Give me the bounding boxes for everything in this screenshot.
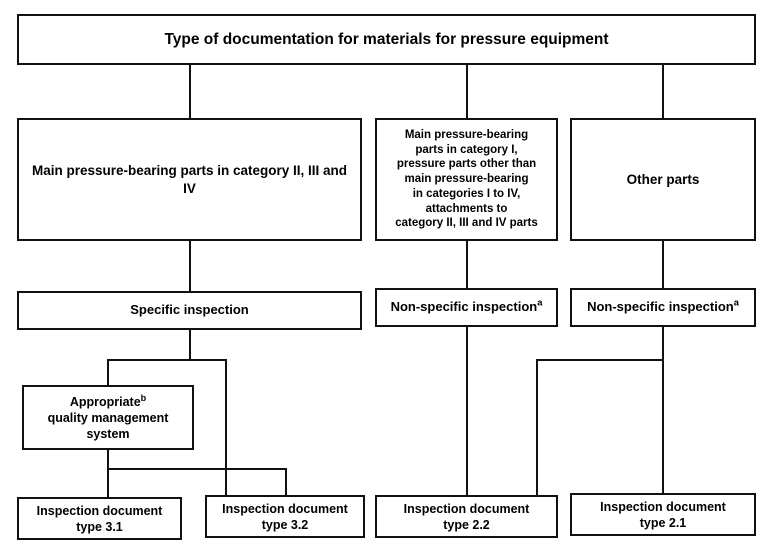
node-non-specific-inspection-mid-label: Non-specific inspection (390, 299, 538, 315)
node-inspection-document-31-label: Inspection document type 3.1 (36, 503, 163, 534)
footnote-marker-b: b (140, 392, 147, 403)
node-inspection-document-21-label: Inspection document type 2.1 (600, 499, 726, 530)
connector-other-to-nonspec (662, 241, 664, 288)
connector-specific-right-down (225, 359, 227, 495)
connector-title-to-other (662, 65, 664, 118)
connector-title-to-main-ii (189, 65, 191, 118)
connector-nonspec21-jog-down (536, 359, 538, 495)
connector-qms-split-bar (107, 468, 287, 470)
node-title[interactable]: Type of documentation for materials for … (17, 14, 756, 65)
connector-nonspec21-jog-bar (536, 359, 664, 361)
node-qms-line1: Appropriate (69, 394, 141, 409)
node-other-parts-label: Other parts (626, 171, 700, 187)
connector-nonspec21-to-doc21 (662, 359, 664, 493)
node-specific-inspection-label: Specific inspection (130, 302, 249, 318)
node-inspection-document-32-label: Inspection document type 3.2 (222, 501, 348, 532)
node-main-parts-i-other[interactable]: Main pressure-bearing parts in category … (375, 118, 558, 241)
connector-qms-to-doc31 (107, 450, 109, 497)
footnote-marker-a-right: a (733, 297, 739, 308)
node-main-parts-i-other-label: Main pressure-bearing parts in category … (395, 128, 538, 230)
connector-specific-split-left-stub (107, 360, 109, 390)
node-non-specific-inspection-mid[interactable]: Non-specific inspectiona (375, 288, 558, 327)
connector-main-i-to-nonspec (466, 241, 468, 288)
node-inspection-document-22-label: Inspection document type 2.2 (403, 501, 530, 532)
connector-nonspec-to-doc22 (466, 327, 468, 495)
node-main-parts-ii-iii-iv[interactable]: Main pressure-bearing parts in category … (17, 118, 362, 241)
footnote-marker-a-mid: a (537, 297, 543, 308)
connector-nonspec21-down (662, 327, 664, 360)
connector-qms-to-doc32 (285, 468, 287, 495)
node-inspection-document-32[interactable]: Inspection document type 3.2 (205, 495, 365, 538)
node-other-parts[interactable]: Other parts (570, 118, 756, 241)
connector-specific-split-bar (107, 359, 227, 361)
node-non-specific-inspection-right[interactable]: Non-specific inspectiona (570, 288, 756, 327)
node-title-label: Type of documentation for materials for … (164, 30, 609, 48)
node-inspection-document-21[interactable]: Inspection document type 2.1 (570, 493, 756, 536)
node-non-specific-inspection-right-label: Non-specific inspection (587, 299, 734, 315)
connector-title-to-main-i (466, 65, 468, 118)
connector-main-ii-to-specific (189, 241, 191, 291)
connector-specific-down (189, 330, 191, 360)
node-main-parts-ii-iii-iv-label: Main pressure-bearing parts in category … (31, 163, 348, 196)
node-inspection-document-31[interactable]: Inspection document type 3.1 (17, 497, 182, 540)
node-qms-line3: system (86, 426, 130, 441)
node-qms-line2: quality management (47, 410, 169, 425)
node-specific-inspection[interactable]: Specific inspection (17, 291, 362, 330)
node-inspection-document-22[interactable]: Inspection document type 2.2 (375, 495, 558, 538)
